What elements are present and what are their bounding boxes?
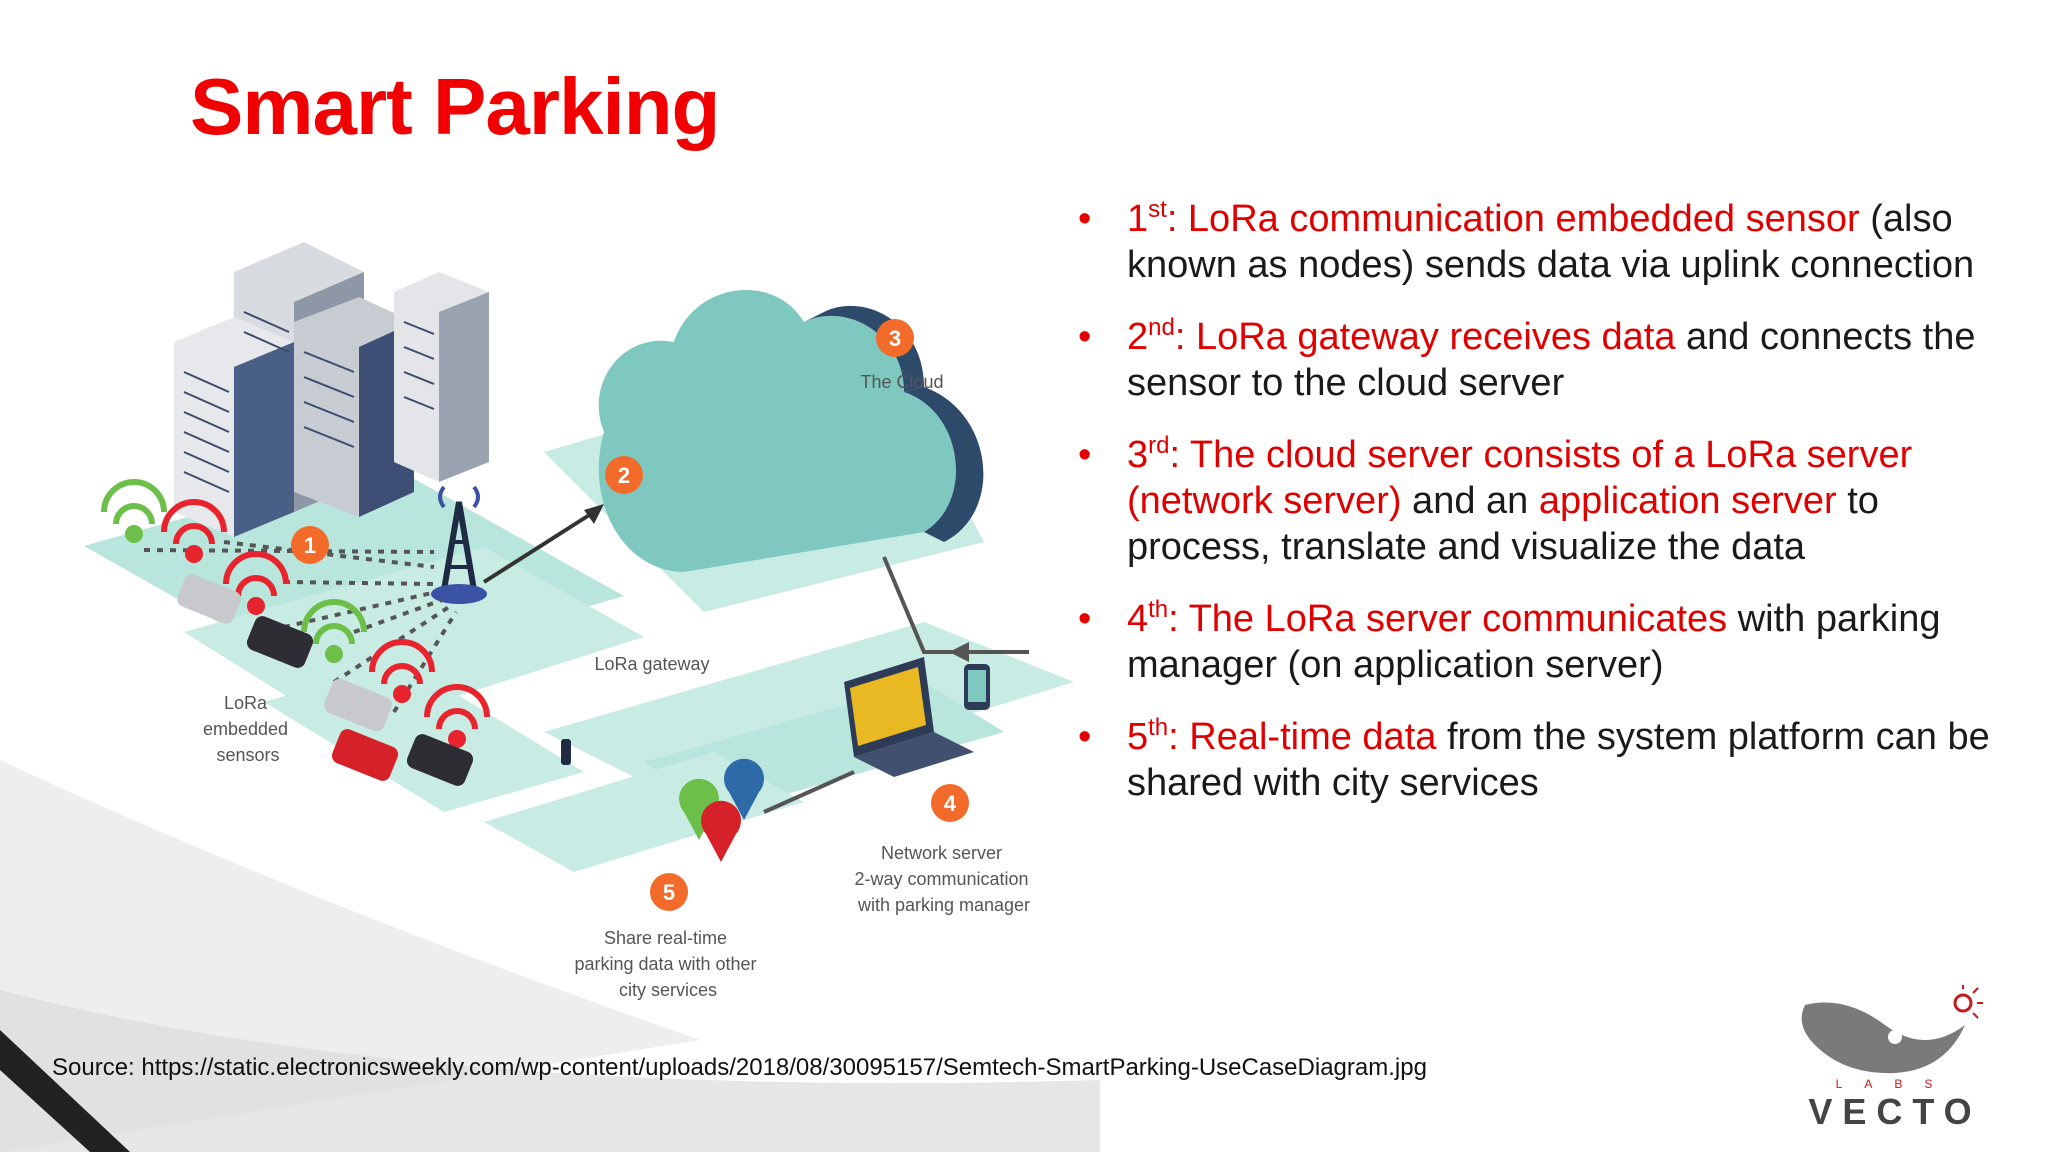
svg-text:2: 2	[618, 463, 630, 488]
step-4-label: Network server 2-way communication with …	[854, 843, 1033, 915]
phone-icon	[964, 664, 990, 710]
bullet-item: • 1st: LoRa communication embedded senso…	[1072, 196, 2022, 288]
bullet-ordinal-suffix: st	[1148, 196, 1167, 223]
bullet-highlight: : The LoRa server communicates	[1168, 598, 1728, 640]
svg-text:4: 4	[944, 791, 957, 816]
bullet-ordinal: 5	[1127, 716, 1149, 758]
dragon-mark-icon	[1801, 985, 1983, 1074]
bullet-ordinal-suffix: nd	[1148, 314, 1175, 341]
bullet-item: • 3rd: The cloud server consists of a Lo…	[1072, 432, 2022, 570]
source-citation: Source: https://static.electronicsweekly…	[52, 1054, 1427, 1081]
bullet-item: • 4th: The LoRa server communicates with…	[1072, 596, 2022, 688]
bullet-highlight: : Real-time data	[1168, 716, 1437, 758]
bullet-item: • 2nd: LoRa gateway receives data and co…	[1072, 314, 2022, 406]
bullet-highlight: : LoRa gateway receives data	[1174, 316, 1676, 358]
sensor-device	[561, 739, 571, 765]
step-5-label: Share real-time parking data with other …	[574, 928, 761, 1000]
bullet-highlight-2: application server	[1538, 480, 1837, 522]
svg-text:1: 1	[304, 533, 316, 558]
bullet-dot: •	[1078, 316, 1092, 358]
logo-sub: LABS	[1835, 1077, 1955, 1091]
svg-text:3: 3	[889, 326, 901, 351]
building-icon	[174, 242, 489, 537]
wifi-signal-icon	[101, 479, 490, 748]
logo-word: VECTO	[1808, 1091, 1982, 1132]
step-badge-3: 3	[876, 319, 914, 357]
step-badge-4: 4	[931, 784, 969, 822]
bullet-text: and connects the sensor to the cloud ser…	[1127, 316, 1976, 404]
step-badge-1: 1	[291, 526, 329, 564]
antenna-tower-icon	[431, 485, 487, 604]
laptop-icon	[844, 657, 974, 777]
bullet-ordinal-suffix: th	[1148, 714, 1169, 741]
bullet-ordinal: 4	[1127, 598, 1149, 640]
step-badge-5: 5	[650, 873, 688, 911]
step-3-label: The Cloud	[860, 372, 943, 392]
bullet-highlight: : LoRa communication embedded sensor	[1166, 198, 1860, 240]
bullet-highlight: : The cloud server consists of a LoRa se…	[1127, 434, 1913, 522]
car-icon	[177, 574, 474, 786]
step-2-label: LoRa gateway	[594, 654, 709, 674]
bullet-text: with parking manager (on application ser…	[1127, 598, 1941, 686]
bullet-dot: •	[1078, 198, 1092, 240]
bullet-text: and an	[1401, 480, 1539, 522]
bullet-dot: •	[1078, 716, 1092, 758]
map-pin-icon	[679, 758, 764, 862]
cloud-icon	[598, 289, 984, 572]
bullet-ordinal: 2	[1127, 316, 1149, 358]
bullet-ordinal-suffix: rd	[1148, 432, 1170, 459]
slide-title: Smart Parking	[190, 62, 720, 151]
bullet-item: • 5th: Real-time data from the system pl…	[1072, 714, 2022, 806]
vecto-labs-logo: LABS VECTO	[1775, 985, 2015, 1132]
bullet-ordinal-suffix: th	[1148, 596, 1169, 623]
bullet-text: (also known as nodes) sends data via upl…	[1127, 198, 1975, 286]
bullet-ordinal: 3	[1127, 434, 1149, 476]
bullet-list: • 1st: LoRa communication embedded senso…	[1072, 196, 2022, 832]
step-1-label: LoRa embedded sensors	[203, 693, 293, 765]
svg-text:5: 5	[663, 880, 675, 905]
smart-parking-diagram: 1 2 3 4 5 LoRa embedded sensors LoRa gat…	[64, 212, 1074, 1036]
bullet-text: from the system platform can be shared w…	[1127, 716, 1990, 804]
bullet-dot: •	[1078, 598, 1092, 640]
bullet-text: to process, translate and visualize the …	[1127, 480, 1879, 568]
bullet-ordinal: 1	[1127, 198, 1149, 240]
step-badge-2: 2	[605, 456, 643, 494]
bullet-dot: •	[1078, 434, 1092, 476]
